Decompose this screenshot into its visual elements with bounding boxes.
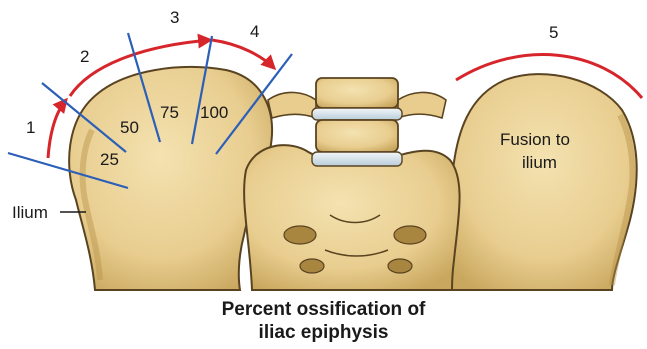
vertebra-transverse-process — [268, 92, 316, 118]
stage-label-5: 5 — [549, 23, 558, 42]
sacral-foramen — [388, 259, 412, 273]
ilium-label: Ilium — [12, 203, 48, 222]
percent-label-50: 50 — [120, 118, 139, 137]
right-ilium-bone — [450, 74, 637, 290]
intervertebral-disc — [312, 108, 402, 120]
sacral-foramen — [394, 226, 426, 244]
sacral-foramen — [300, 259, 324, 273]
stage-1-arrow — [48, 100, 66, 158]
percent-label-75: 75 — [160, 103, 179, 122]
vertebra-transverse-process — [398, 92, 446, 118]
stage-label-3: 3 — [170, 8, 179, 27]
stage-label-1: 1 — [26, 118, 35, 137]
fusion-label-line1: Fusion to — [500, 130, 570, 149]
vertebra-body — [316, 120, 398, 152]
percent-label-100: 100 — [200, 103, 228, 122]
stage-3-arrow — [212, 40, 274, 68]
sacral-foramen — [284, 226, 316, 244]
fusion-label-line2: ilium — [522, 153, 557, 172]
vertebra-body-top — [316, 78, 398, 108]
percent-label-25: 25 — [100, 150, 119, 169]
sacrum-bone — [244, 145, 459, 290]
stage-label-4: 4 — [250, 22, 259, 41]
caption-line-1: Percent ossification of — [0, 298, 647, 321]
caption-line-2: iliac epiphysis — [0, 321, 647, 344]
stage-label-2: 2 — [80, 47, 89, 66]
lumbosacral-disc — [312, 152, 402, 166]
